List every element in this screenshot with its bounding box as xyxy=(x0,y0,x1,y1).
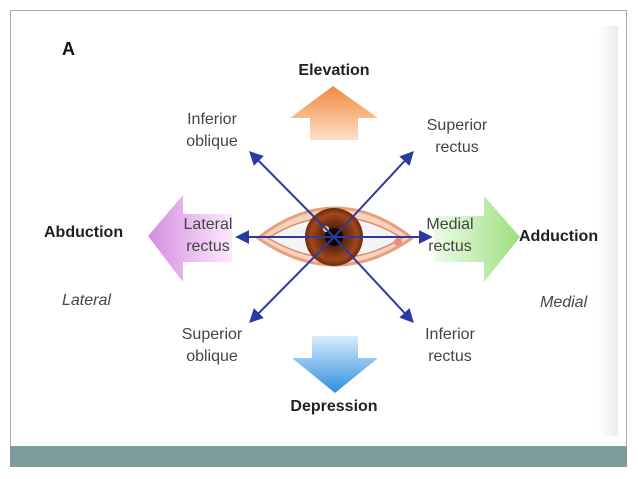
adduction-arrow xyxy=(434,196,520,282)
lateral-rectus-label: Lateral rectus xyxy=(172,214,244,258)
panel-letter: A xyxy=(62,39,75,59)
superior-oblique-line1: Superior xyxy=(181,326,243,343)
lateral-label: Lateral xyxy=(62,292,111,309)
abduction-arrow xyxy=(148,195,232,282)
inferior-oblique-vector xyxy=(249,151,335,238)
inferior-rectus-line1: Inferior xyxy=(425,326,475,343)
inferior-rectus-vector xyxy=(333,236,414,324)
superior-rectus-line2: rectus xyxy=(435,139,479,156)
inferior-rectus-line2: rectus xyxy=(428,348,472,365)
medial-rectus-line2: rectus xyxy=(428,238,472,255)
inferior-rectus-label: Inferior rectus xyxy=(405,324,495,368)
superior-rectus-line1: Superior xyxy=(426,117,488,134)
lateral-rectus-line1: Lateral xyxy=(183,216,233,233)
adduction-label: Adduction xyxy=(519,228,599,245)
abduction-label: Abduction xyxy=(44,224,124,241)
medial-label: Medial xyxy=(540,294,588,311)
inferior-oblique-line2: oblique xyxy=(186,133,238,150)
footer-bar xyxy=(10,446,627,467)
lateral-rectus-line2: rectus xyxy=(186,238,230,255)
superior-oblique-vector xyxy=(249,236,335,323)
elevation-arrow xyxy=(290,86,378,140)
muscle-vectors xyxy=(235,150,433,324)
medial-rectus-line1: Medial xyxy=(426,216,474,233)
superior-oblique-label: Superior oblique xyxy=(166,324,258,368)
inferior-oblique-label: Inferior oblique xyxy=(167,109,257,153)
superior-oblique-line2: oblique xyxy=(186,348,238,365)
elevation-label: Elevation xyxy=(298,62,370,79)
depression-label: Depression xyxy=(290,398,378,415)
depression-arrow xyxy=(292,336,378,393)
medial-rectus-label: Medial rectus xyxy=(414,214,486,258)
inferior-oblique-line1: Inferior xyxy=(187,111,237,128)
superior-rectus-vector xyxy=(333,150,414,238)
page-edge-shadow xyxy=(598,26,618,436)
superior-rectus-label: Superior rectus xyxy=(412,115,502,159)
